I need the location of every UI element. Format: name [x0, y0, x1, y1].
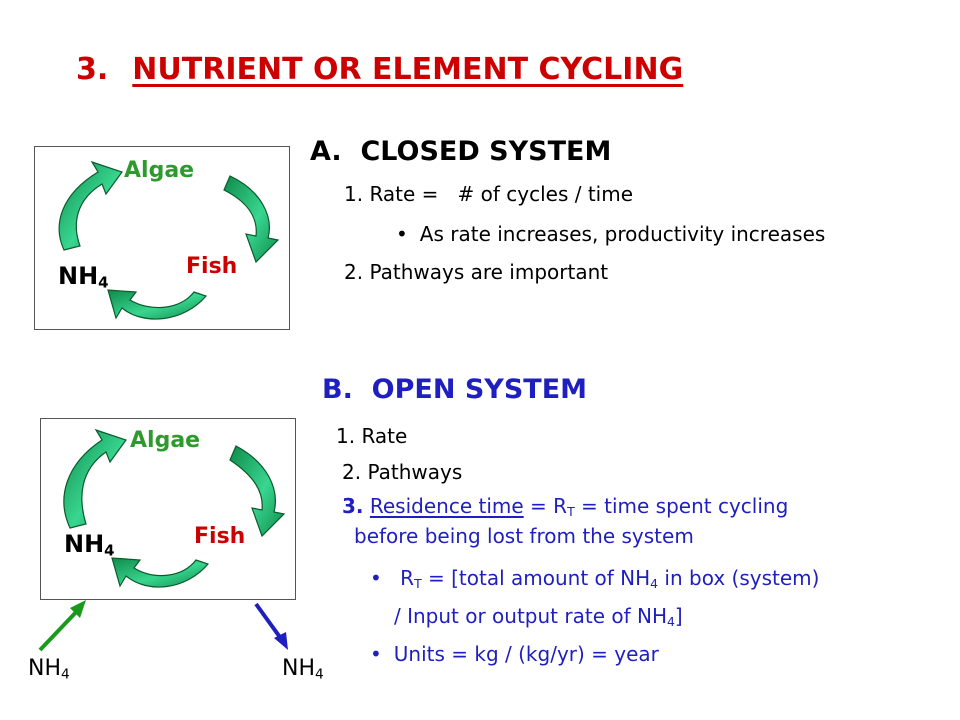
closed-system-header: A. CLOSED SYSTEM — [310, 136, 612, 167]
closed-bullet-productivity: As rate increases, productivity increase… — [396, 222, 826, 246]
curved-arrow-icon — [229, 445, 286, 538]
title-text: NUTRIENT OR ELEMENT CYCLING — [132, 52, 684, 87]
open-item-rate: 1. Rate — [336, 424, 408, 448]
curved-arrow-icon — [107, 289, 208, 320]
open-bullet-rt-formula: RT = [total amount of NH4 in box (system… — [370, 566, 819, 590]
page-title: 3. NUTRIENT OR ELEMENT CYCLING — [76, 52, 683, 87]
open-item-residence-time: 3. Residence time = RT = time spent cycl… — [342, 494, 789, 520]
output-nh4-label: NH4 — [282, 656, 324, 683]
open-cycle-arrows — [63, 428, 286, 588]
curved-arrow-icon — [58, 160, 123, 251]
open-item-pathways: 2. Pathways — [342, 460, 463, 484]
closed-item-rate: 1. Rate = # of cycles / time — [344, 182, 633, 206]
curved-arrow-icon — [223, 175, 280, 264]
closed-item-pathways: 2. Pathways are important — [344, 260, 609, 284]
open-fish-label: Fish — [194, 524, 246, 549]
curved-arrow-icon — [111, 557, 210, 588]
closed-algae-label: Algae — [124, 158, 195, 183]
closed-nh4-label: NH4 — [58, 262, 109, 292]
flow-arrows — [38, 600, 288, 652]
open-bullet-units: Units = kg / (kg/yr) = year — [370, 642, 659, 666]
title-number: 3. — [76, 52, 109, 87]
closed-fish-label: Fish — [186, 254, 238, 279]
open-system-header: B. OPEN SYSTEM — [322, 374, 588, 405]
curved-arrow-icon — [63, 428, 127, 529]
output-arrow-icon — [254, 602, 288, 650]
closed-cycle-arrows — [58, 160, 280, 320]
input-arrow-icon — [38, 600, 86, 652]
open-nh4-label: NH4 — [64, 530, 115, 560]
open-item-residence-time-line2: before being lost from the system — [354, 524, 694, 548]
open-bullet-rt-formula-line2: / Input or output rate of NH4] — [394, 604, 683, 630]
open-algae-label: Algae — [130, 428, 201, 453]
input-nh4-label: NH4 — [28, 656, 70, 683]
